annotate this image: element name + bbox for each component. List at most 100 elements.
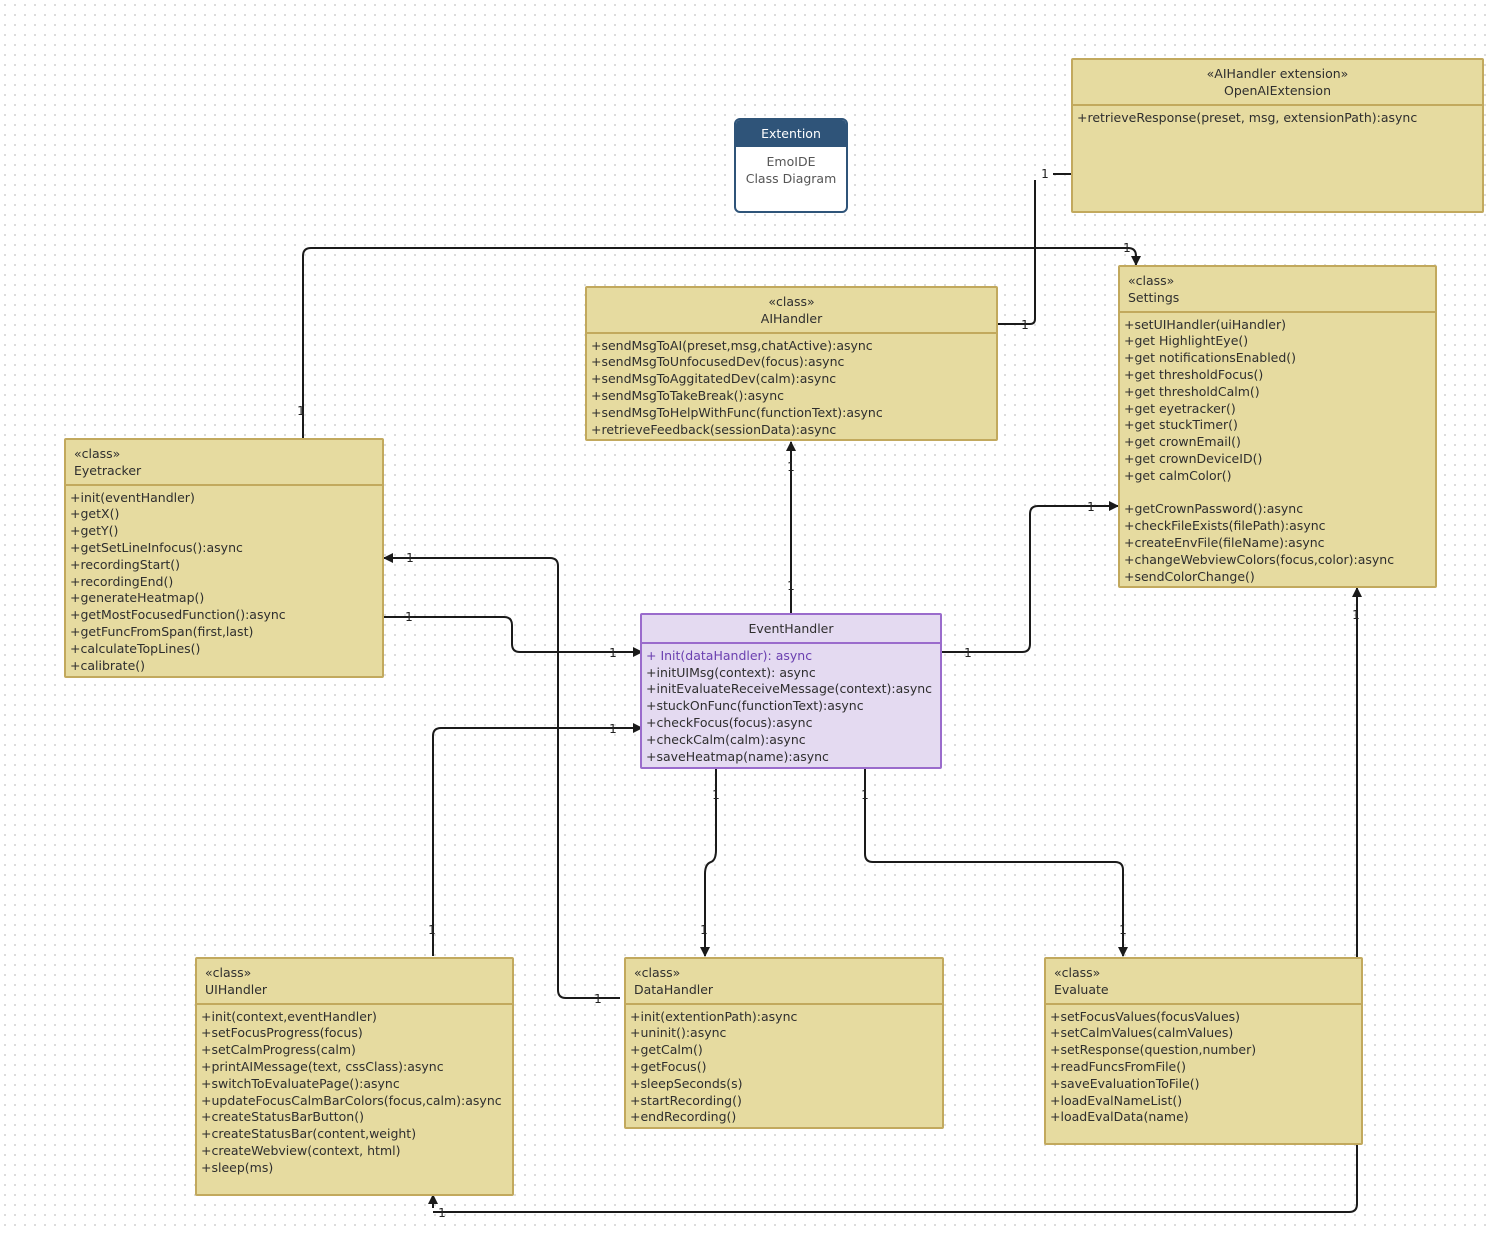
edge-eyetracker-eventhandler[interactable] xyxy=(384,616,643,657)
multiplicity-label: 1 xyxy=(406,551,414,565)
class-stereotype: «class» xyxy=(1128,273,1175,288)
note-line-app: EmoIDE xyxy=(766,154,816,169)
class-header: «AIHandler extension»OpenAIExtension xyxy=(1073,60,1482,106)
edge-datahandler-eyetracker[interactable] xyxy=(383,553,620,999)
method-item: +getCalm() xyxy=(630,1042,703,1058)
method-item: +printAIMessage(text, cssClass):async xyxy=(201,1058,444,1074)
multiplicity-label: 1 xyxy=(964,646,972,660)
class-aihandler[interactable]: «class»AIHandler+sendMsgToAI(preset,msg,… xyxy=(585,286,998,441)
class-evaluate[interactable]: «class»Evaluate+setFocusValues(focusValu… xyxy=(1044,957,1363,1145)
method-item: +recordingStart() xyxy=(70,556,181,572)
multiplicity-label: 1 xyxy=(1021,318,1029,332)
method-item: +calculateTopLines() xyxy=(70,640,201,656)
method-item: +setCalmValues(calmValues) xyxy=(1050,1025,1234,1041)
edge-eventhandler-settings[interactable] xyxy=(942,501,1119,653)
method-item: +readFuncsFromFile() xyxy=(1050,1058,1186,1074)
class-name: EventHandler xyxy=(748,621,834,636)
class-name: Evaluate xyxy=(1054,981,1109,997)
method-item: +saveEvaluationToFile() xyxy=(1050,1075,1200,1091)
method-item: +get thresholdCalm() xyxy=(1124,383,1260,399)
method-item: +setFocusValues(focusValues) xyxy=(1050,1008,1241,1024)
multiplicity-label: 1 xyxy=(861,788,869,802)
edge-uihandler-settings[interactable] xyxy=(433,587,1362,1213)
method-item: +getMostFocusedFunction():async xyxy=(70,607,286,623)
multiplicity-label: 1 xyxy=(787,579,795,593)
class-uihandler[interactable]: «class»UIHandler +init(context,eventHandl… xyxy=(195,957,514,1196)
multiplicity-label: 1 xyxy=(787,460,795,474)
class-eyetracker[interactable]: «class»Eyetracker+init(eventHandler)+get… xyxy=(64,438,384,678)
class-header: «class»Eyetracker xyxy=(66,440,382,486)
class-name: AIHandler xyxy=(760,310,823,326)
method-item: +getCrownPassword():async xyxy=(1124,501,1304,517)
multiplicity-label: 1 xyxy=(428,923,436,937)
method-item: +loadEvalData(name) xyxy=(1050,1109,1189,1125)
method-item: +createWebview(context, html) xyxy=(201,1142,401,1158)
class-stereotype: «class» xyxy=(74,446,121,461)
edge-aihandler-openai[interactable] xyxy=(998,180,1036,325)
method-item: +retrieveResponse(preset, msg, extension… xyxy=(1077,109,1418,125)
diagram-title-note: Extention EmoIDE Class Diagram xyxy=(734,118,848,213)
method-item: +createStatusBarButton() xyxy=(201,1109,364,1125)
multiplicity-label: 1 xyxy=(594,992,602,1006)
multiplicity-label: 1 xyxy=(438,1206,446,1220)
method-item: +get HighlightEye() xyxy=(1124,333,1249,349)
method-item: +checkFileExists(filePath):async xyxy=(1124,518,1326,534)
edge-eyetracker-settings[interactable] xyxy=(302,247,1141,438)
method-item: +initEvaluateReceiveMessage(context):asy… xyxy=(646,681,933,697)
class-methods: +sendMsgToAI(preset,msg,chatActive):asyn… xyxy=(587,334,996,439)
class-openai-extension[interactable]: «AIHandler extension»OpenAIExtension +ret… xyxy=(1071,58,1484,213)
method-item: +getSetLineInfocus():async xyxy=(70,539,243,555)
class-name: DataHandler xyxy=(634,981,714,997)
class-methods: +setFocusValues(focusValues)+setCalmValu… xyxy=(1046,1005,1361,1127)
class-settings[interactable]: «class»Settings+setUIHandler(uiHandler)+… xyxy=(1118,265,1437,588)
class-header: «class»Settings xyxy=(1120,267,1435,313)
class-methods: +setUIHandler(uiHandler)+get HighlightEy… xyxy=(1120,313,1435,586)
class-header: «class»AIHandler xyxy=(587,288,996,334)
edge-eventhandler-evaluate[interactable] xyxy=(864,769,1128,957)
method-item: +init(extentionPath):async xyxy=(630,1008,798,1024)
multiplicity-label: 1 xyxy=(609,722,617,736)
method-item: +checkFocus(focus):async xyxy=(646,714,813,730)
method-item: +updateFocusCalmBarColors(focus,calm):as… xyxy=(201,1092,502,1108)
method-item: +endRecording() xyxy=(630,1109,737,1125)
class-header: «class»Evaluate xyxy=(1046,959,1361,1005)
method-item: +getFocus() xyxy=(630,1058,707,1074)
method-item: +get thresholdFocus() xyxy=(1124,366,1264,382)
method-item: +init(context,eventHandler) xyxy=(201,1008,377,1024)
class-methods: +init(extentionPath):async+uninit():asyn… xyxy=(626,1005,942,1127)
method-item: +setCalmProgress(calm) xyxy=(201,1042,356,1058)
method-item: +sendMsgToTakeBreak():async xyxy=(591,387,784,403)
multiplicity-label: 1 xyxy=(405,610,413,624)
method-item: +get eyetracker() xyxy=(1124,400,1236,416)
method-item: +startRecording() xyxy=(630,1092,742,1108)
class-datahandler[interactable]: «class»DataHandler+init(extentionPath):a… xyxy=(624,957,944,1129)
class-header: «class»DataHandler xyxy=(626,959,942,1005)
edge-uihandler-eventhandler[interactable] xyxy=(432,723,643,956)
method-item: +get calmColor() xyxy=(1124,467,1232,483)
class-name: Settings xyxy=(1128,289,1180,305)
multiplicity-label: 1 xyxy=(297,404,305,418)
method-item: +recordingEnd() xyxy=(70,573,174,589)
method-item: +get crownEmail() xyxy=(1124,434,1241,450)
method-item: +stuckOnFunc(functionText):async xyxy=(646,698,864,714)
method-item: +createEnvFile(fileName):async xyxy=(1124,534,1325,550)
class-header: «class»UIHandler xyxy=(197,959,512,1005)
class-stereotype: «class» xyxy=(1054,965,1101,980)
multiplicity-label: 1 xyxy=(1087,500,1095,514)
method-item: +switchToEvaluatePage():async xyxy=(201,1075,400,1091)
method-item: +getX() xyxy=(70,506,120,522)
method-item: +initUIMsg(context): async xyxy=(646,664,816,680)
method-item: +generateHeatmap() xyxy=(70,590,205,606)
method-item: +setFocusProgress(focus) xyxy=(201,1025,363,1041)
edge-eventhandler-datahandler[interactable] xyxy=(700,769,717,957)
method-item: +sendMsgToHelpWithFunc(functionText):asy… xyxy=(591,404,883,420)
method-item: +calibrate() xyxy=(70,657,146,673)
multiplicity-label: 1 xyxy=(609,646,617,660)
method-item: +retrieveFeedback(sessionData):async xyxy=(591,421,837,437)
method-item: + Init(dataHandler): async xyxy=(646,647,813,663)
method-item: +get crownDeviceID() xyxy=(1124,450,1263,466)
class-eventhandler[interactable]: EventHandler+ Init(dataHandler): async+i… xyxy=(640,613,942,769)
class-name: Eyetracker xyxy=(74,462,142,478)
method-item: +sleepSeconds(s) xyxy=(630,1075,743,1091)
